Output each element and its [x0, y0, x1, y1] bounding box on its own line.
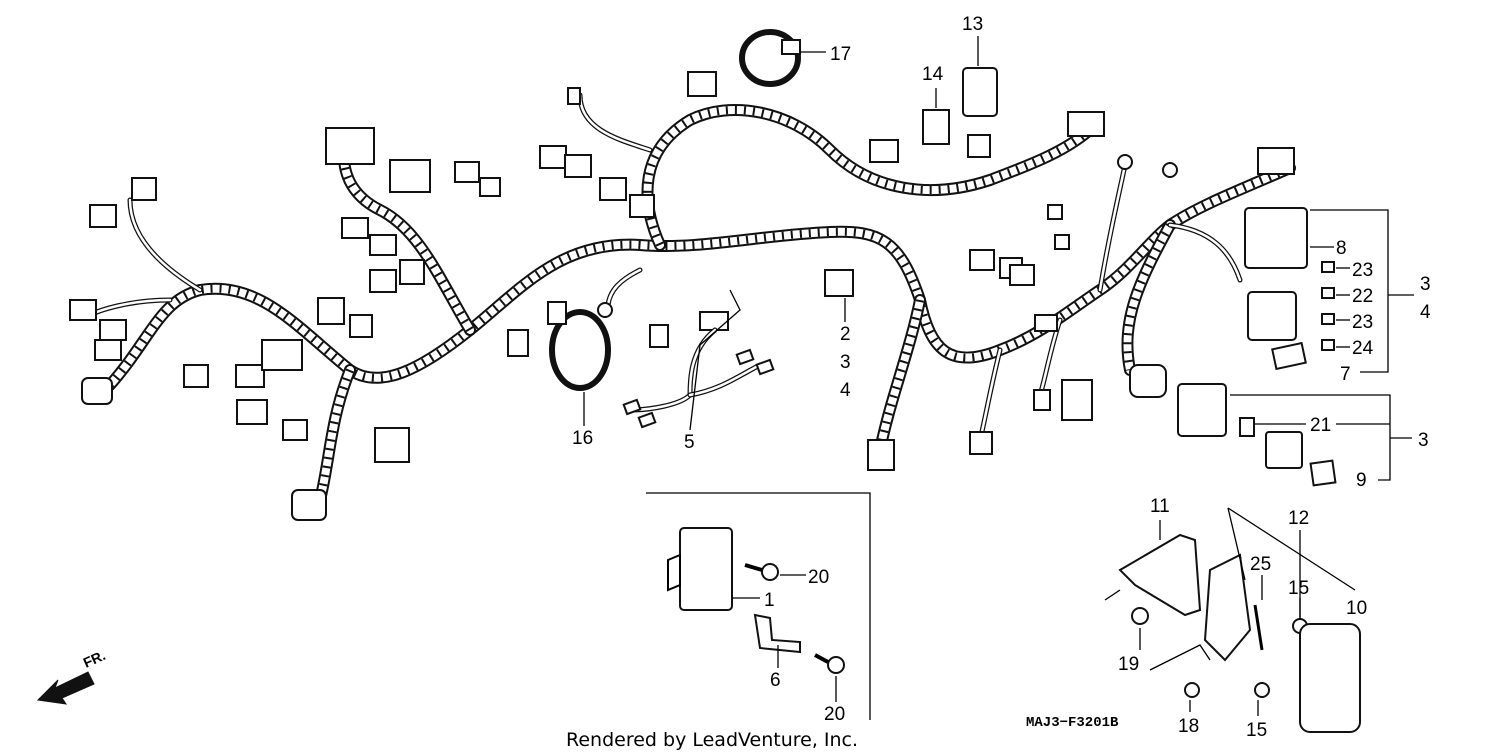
- label-19: 19: [1118, 654, 1139, 675]
- label-22: 22: [1352, 286, 1373, 307]
- label-3c: 3: [1418, 430, 1429, 451]
- label-12: 12: [1288, 508, 1309, 529]
- label-4b: 4: [1420, 302, 1431, 323]
- label-5: 5: [684, 432, 695, 453]
- label-14: 14: [922, 64, 944, 85]
- label-20a: 20: [808, 567, 829, 588]
- part-2-relay: [824, 269, 854, 297]
- fuse-box-lower: [1177, 383, 1337, 487]
- label-6: 6: [770, 670, 781, 691]
- front-arrow-icon: [36, 671, 95, 705]
- part-20-bolts: [744, 563, 845, 674]
- label-25: 25: [1250, 554, 1271, 575]
- part-13-relay: [962, 67, 998, 117]
- label-9: 9: [1356, 470, 1367, 491]
- label-15a: 15: [1288, 578, 1309, 599]
- label-3a: 3: [840, 352, 851, 373]
- label-17: 17: [830, 44, 851, 65]
- front-label: FR.: [81, 647, 108, 671]
- label-13: 13: [962, 14, 983, 35]
- label-3b: 3: [1420, 274, 1431, 295]
- label-7: 7: [1340, 364, 1351, 385]
- label-21: 21: [1310, 415, 1331, 436]
- label-15b: 15: [1246, 720, 1267, 741]
- label-4a: 4: [840, 380, 851, 401]
- part-16-band: [547, 301, 611, 391]
- fuse-box-upper: [1244, 207, 1335, 371]
- diagram-code: MAJ3−F3201B: [1026, 715, 1119, 731]
- label-20b: 20: [824, 704, 845, 725]
- part-11-bracket: [1118, 533, 1202, 625]
- label-24: 24: [1352, 338, 1374, 359]
- part-25-mount: [1184, 553, 1308, 698]
- part-6-stay: [753, 613, 801, 654]
- leader-lines: [583, 36, 1414, 720]
- main-wire-harness: [87, 92, 1296, 506]
- part-number-labels: 17 13 14 2 3 4 16 5 8 23 22 23 24 7 3 4 …: [572, 14, 1431, 741]
- label-11: 11: [1150, 496, 1170, 517]
- harness-connectors: [69, 71, 1295, 521]
- label-18: 18: [1178, 716, 1199, 737]
- part-5-sub-harness: [622, 327, 775, 429]
- part-10-cover: [1299, 623, 1361, 733]
- label-23b: 23: [1352, 312, 1373, 333]
- label-16: 16: [572, 428, 593, 449]
- label-10: 10: [1346, 598, 1367, 619]
- part-1-control-unit: [667, 527, 733, 611]
- front-direction-marker: FR.: [36, 647, 108, 705]
- label-8: 8: [1336, 238, 1347, 259]
- part-14-coupler: [922, 109, 950, 145]
- label-23a: 23: [1352, 260, 1373, 281]
- part-17-band: [739, 29, 801, 87]
- label-2: 2: [840, 324, 851, 345]
- label-1: 1: [764, 590, 775, 611]
- render-credit: Rendered by LeadVenture, Inc.: [566, 729, 858, 751]
